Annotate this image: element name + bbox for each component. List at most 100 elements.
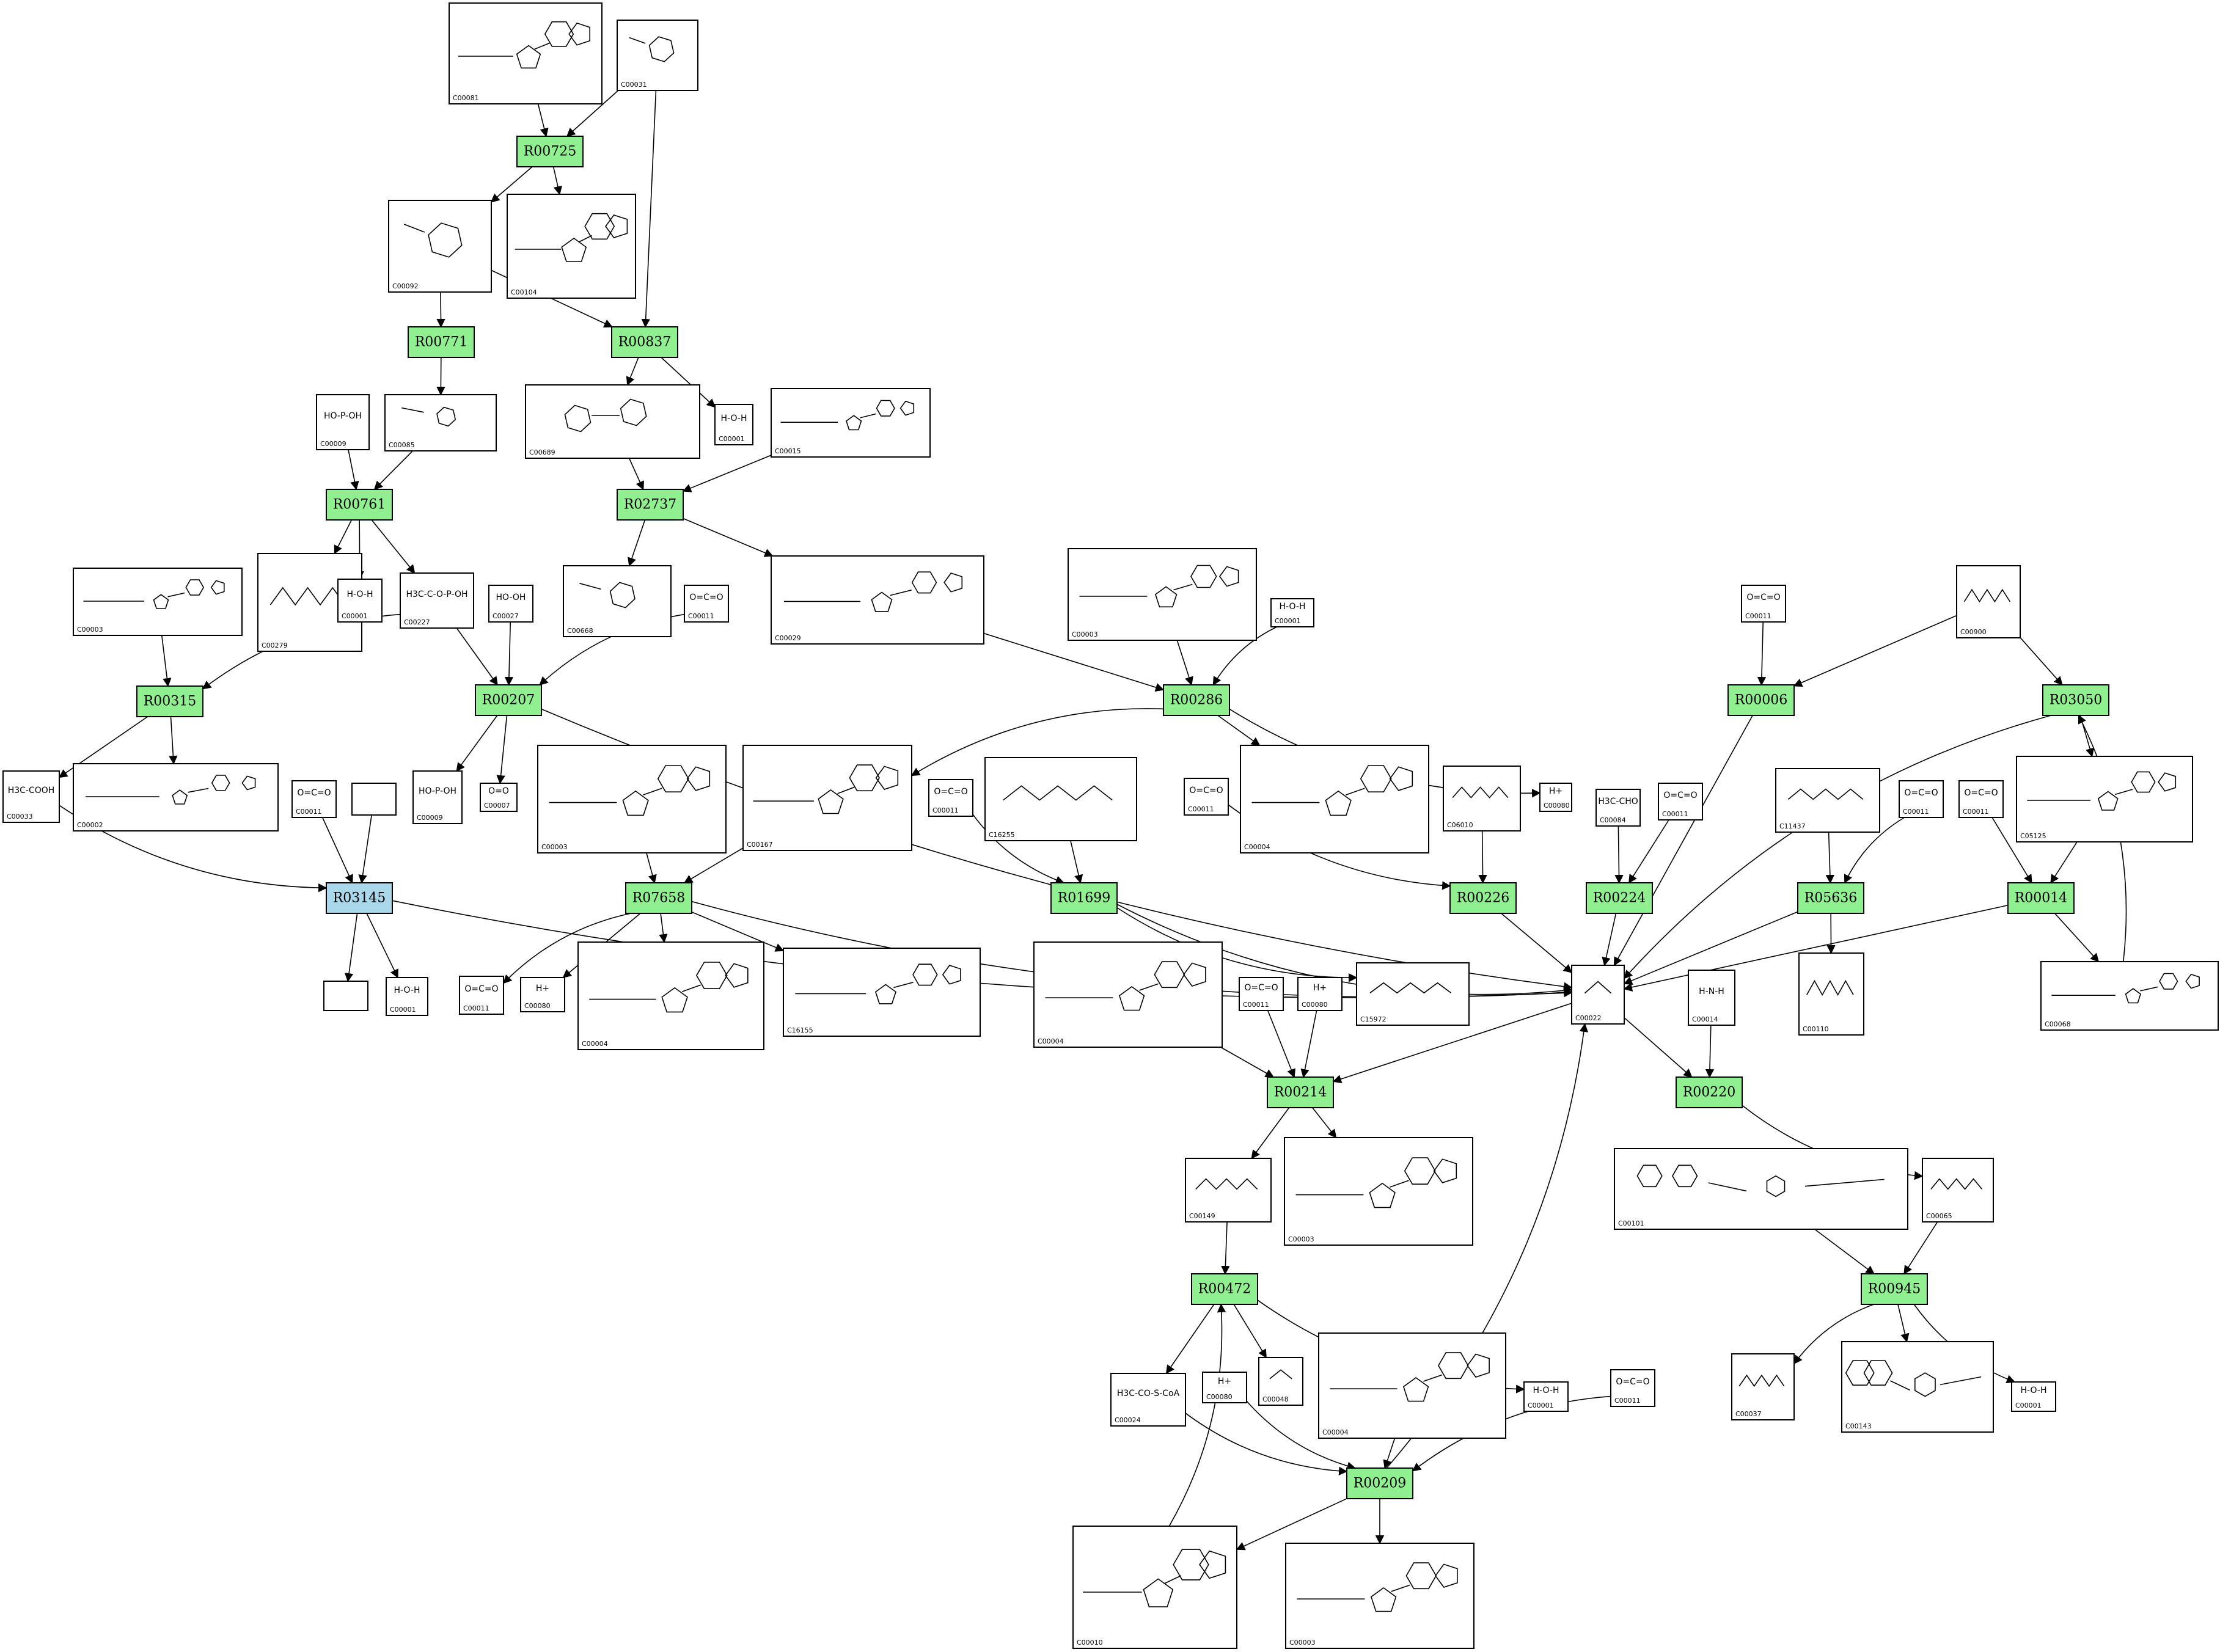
compound-node[interactable]: C00081 xyxy=(449,2,603,104)
reaction-box[interactable] xyxy=(326,882,393,914)
compound-box[interactable] xyxy=(1571,965,1625,1025)
compound-node[interactable]: C00900 xyxy=(1956,565,2021,638)
reaction-box[interactable] xyxy=(1676,1076,1743,1108)
compound-box[interactable] xyxy=(449,2,603,104)
compound-node[interactable]: C00065 xyxy=(1922,1158,1994,1223)
compound-box[interactable] xyxy=(2040,961,2219,1031)
compound-box[interactable] xyxy=(1443,766,1521,831)
compound-node[interactable]: H+C00080 xyxy=(1297,977,1343,1011)
compound-node[interactable]: C05125 xyxy=(2016,756,2193,842)
reaction-node[interactable]: R00761 xyxy=(326,489,393,521)
reaction-node[interactable]: R05636 xyxy=(1797,882,1864,914)
compound-box[interactable] xyxy=(783,948,981,1037)
compound-box[interactable] xyxy=(1202,1372,1247,1403)
compound-node[interactable]: C00031 xyxy=(617,20,698,91)
compound-box[interactable] xyxy=(1110,1373,1186,1427)
reaction-box[interactable] xyxy=(1163,684,1230,716)
reaction-box[interactable] xyxy=(2007,882,2075,914)
compound-node[interactable]: C00003 xyxy=(73,568,243,636)
reaction-node[interactable]: R00286 xyxy=(1163,684,1230,716)
reaction-box[interactable] xyxy=(516,136,584,167)
compound-node[interactable]: C00085 xyxy=(384,394,497,451)
compound-node[interactable]: C06010 xyxy=(1443,766,1521,831)
compound-node[interactable]: C00022 xyxy=(1571,965,1625,1025)
reaction-box[interactable] xyxy=(1797,882,1864,914)
compound-node[interactable]: H+C00080 xyxy=(1539,783,1572,812)
reaction-box[interactable] xyxy=(625,882,692,914)
compound-box[interactable] xyxy=(1731,1353,1795,1420)
reaction-node[interactable]: R01699 xyxy=(1050,882,1118,914)
compound-box[interactable] xyxy=(400,572,474,629)
compound-box[interactable] xyxy=(1270,598,1314,627)
compound-node[interactable]: C00003 xyxy=(537,745,727,853)
compound-box[interactable] xyxy=(386,977,428,1016)
reaction-box[interactable] xyxy=(1267,1076,1334,1108)
compound-box[interactable] xyxy=(742,745,912,851)
compound-box[interactable] xyxy=(537,745,727,853)
reaction-node[interactable]: R00725 xyxy=(516,136,584,167)
compound-box[interactable] xyxy=(1610,1369,1655,1407)
compound-box[interactable] xyxy=(1614,1148,1908,1230)
reaction-node[interactable]: R02737 xyxy=(617,489,684,521)
compound-node[interactable]: C00037 xyxy=(1731,1353,1795,1420)
compound-box[interactable] xyxy=(563,565,672,637)
compound-box[interactable] xyxy=(1285,1543,1475,1649)
compound-box[interactable] xyxy=(714,404,753,445)
compound-box[interactable] xyxy=(1068,548,1257,641)
reaction-box[interactable] xyxy=(136,685,203,717)
reaction-node[interactable]: R00226 xyxy=(1449,882,1517,914)
compound-box[interactable] xyxy=(73,568,243,636)
reaction-node[interactable]: R00220 xyxy=(1676,1076,1743,1108)
reaction-node[interactable]: R00014 xyxy=(2007,882,2075,914)
compound-box[interactable] xyxy=(1240,745,1429,853)
reaction-node[interactable]: R00224 xyxy=(1586,882,1653,914)
reaction-box[interactable] xyxy=(475,684,542,716)
compound-box[interactable] xyxy=(1523,1381,1569,1412)
compound-node[interactable]: C00149 xyxy=(1185,1158,1272,1223)
compound-box[interactable] xyxy=(291,780,337,818)
compound-box[interactable] xyxy=(1595,789,1641,827)
compound-node[interactable]: C00015 xyxy=(771,388,931,458)
compound-box[interactable] xyxy=(384,394,497,451)
compound-node[interactable]: C00003 xyxy=(1068,548,1257,641)
compound-node[interactable]: C11437 xyxy=(1775,768,1880,833)
reaction-node[interactable]: R03145 xyxy=(326,882,393,914)
reaction-box[interactable] xyxy=(1449,882,1517,914)
reaction-box[interactable] xyxy=(1586,882,1653,914)
reaction-box[interactable] xyxy=(1346,1467,1413,1499)
compound-box[interactable] xyxy=(507,194,636,299)
compound-box[interactable] xyxy=(488,585,533,623)
compound-node[interactable]: C00002 xyxy=(73,763,279,831)
compound-node[interactable] xyxy=(323,981,368,1011)
compound-box[interactable] xyxy=(480,783,518,812)
compound-box[interactable] xyxy=(1775,768,1880,833)
compound-box[interactable] xyxy=(577,941,764,1050)
compound-box[interactable] xyxy=(1297,977,1343,1011)
compound-box[interactable] xyxy=(1841,1341,1994,1433)
reaction-box[interactable] xyxy=(617,489,684,521)
compound-node[interactable]: C00104 xyxy=(507,194,636,299)
compound-box[interactable] xyxy=(520,977,565,1012)
compound-box[interactable] xyxy=(1239,977,1284,1011)
compound-box[interactable] xyxy=(2011,1381,2056,1412)
compound-box[interactable] xyxy=(2016,756,2193,842)
compound-box[interactable] xyxy=(1284,1137,1473,1246)
compound-node[interactable]: C16255 xyxy=(984,757,1137,841)
compound-node[interactable]: H+C00080 xyxy=(520,977,565,1012)
compound-box[interactable] xyxy=(1688,970,1735,1026)
reaction-box[interactable] xyxy=(611,326,678,358)
compound-box[interactable] xyxy=(2,770,60,823)
compound-box[interactable] xyxy=(73,763,279,831)
